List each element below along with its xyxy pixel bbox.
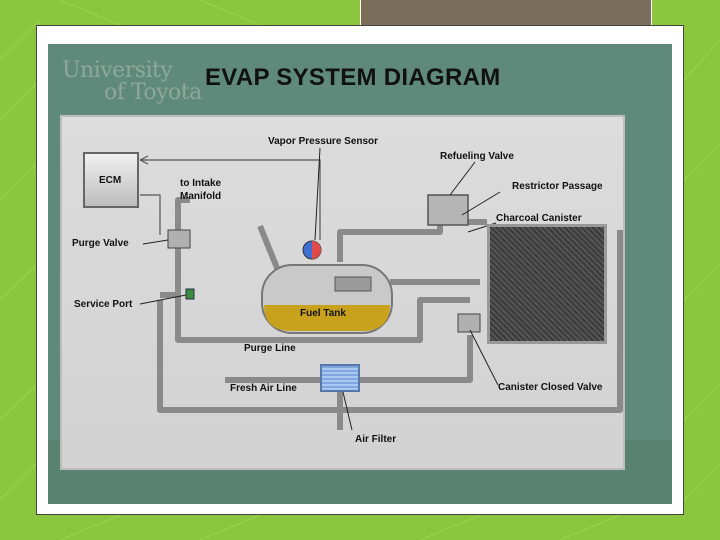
logo-line-2: of Toyota — [104, 80, 202, 105]
canister-closed-valve-icon — [457, 313, 481, 333]
to-intake-label-2: Manifold — [180, 191, 222, 202]
canister-closed-valve-label: Canister Closed Valve — [498, 382, 603, 393]
purge-valve-label: Purge Valve — [72, 238, 129, 249]
fresh-air-line-label: Fresh Air Line — [230, 383, 297, 394]
ecm-label: ECM — [99, 175, 122, 186]
fuel-tank-label: Fuel Tank — [300, 308, 346, 319]
purge-line-label: Purge Line — [244, 343, 296, 354]
purge-valve-icon — [167, 229, 191, 249]
charcoal-canister-shape — [487, 224, 607, 344]
to-intake-label-1: to Intake — [180, 178, 222, 189]
vapor-pressure-sensor-label: Vapor Pressure Sensor — [268, 136, 379, 147]
fuel-level — [264, 305, 390, 331]
refueling-valve-icon — [427, 194, 469, 226]
ecm-box: ECM — [83, 152, 139, 208]
university-of-toyota-logo: University of Toyota — [62, 60, 202, 104]
refueling-valve-label: Refueling Valve — [440, 151, 514, 162]
logo-line-1: University — [62, 58, 173, 83]
air-filter-shape — [320, 364, 360, 392]
tank-valve-assembly — [334, 276, 372, 292]
service-port-label: Service Port — [74, 299, 133, 310]
service-port-icon — [185, 288, 195, 300]
restrictor-passage-label: Restrictor Passage — [512, 181, 603, 192]
charcoal-canister-label: Charcoal Canister — [496, 213, 582, 224]
air-filter-label: Air Filter — [355, 434, 397, 445]
page-title: EVAP SYSTEM DIAGRAM — [205, 64, 501, 91]
